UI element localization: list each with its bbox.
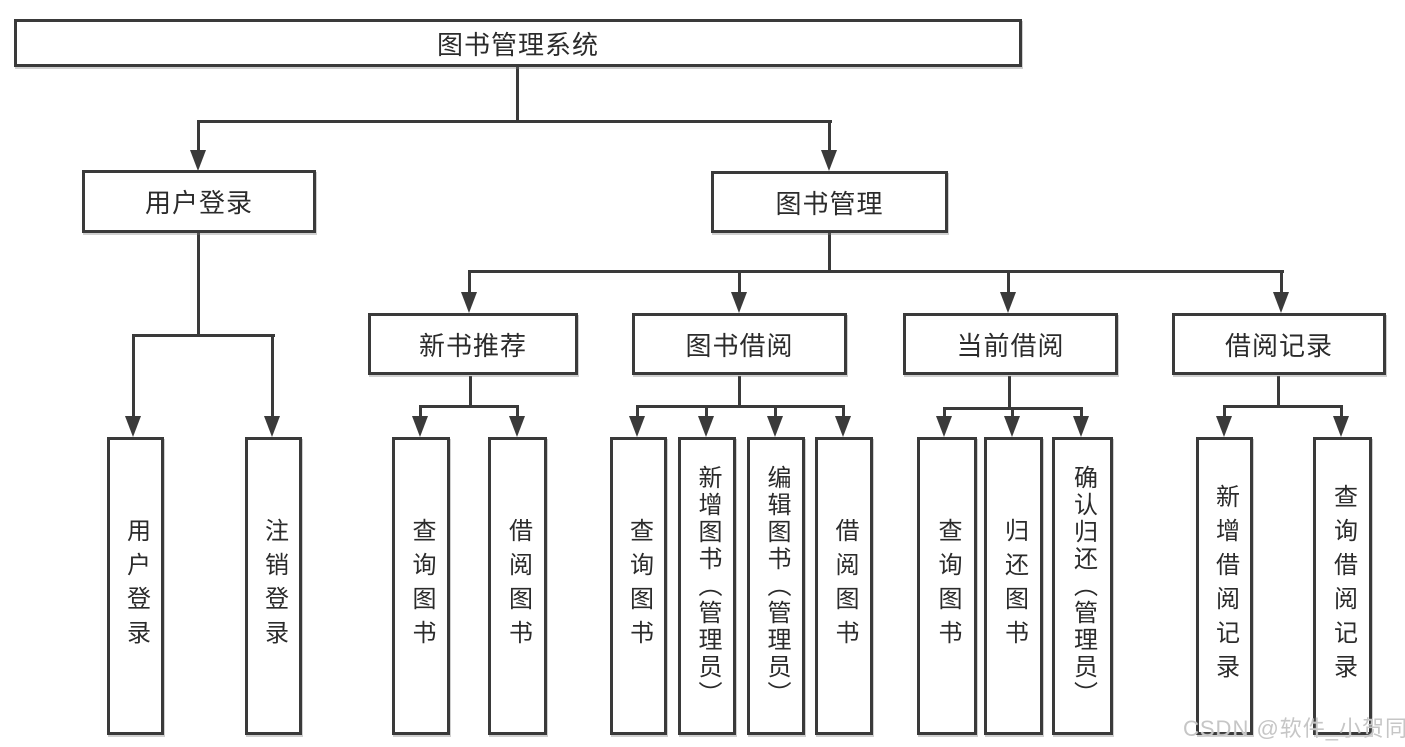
edge-drop-br-query [1340, 405, 1343, 419]
arrow-down-cb-confirm-icon [1073, 416, 1089, 437]
leaf-rec-borrow-book-label: 借阅图书 [504, 518, 532, 654]
arrow-down-cb-return-icon [1004, 416, 1020, 437]
edge-drop-logout-action [271, 334, 274, 418]
edge-drop-bb-edit [774, 405, 777, 419]
leaf-rec-borrow-book: 借阅图书 [488, 437, 547, 735]
arrow-down-current-borrow-icon [1000, 292, 1016, 313]
edge-drop-borrow-records [1280, 270, 1283, 295]
leaf-cb-confirm-return-label: 确认归还（管理员） [1069, 464, 1097, 708]
leaf-bb-edit-book-label: 编辑图书（管理员） [763, 464, 790, 708]
node-current-borrow-label: 当前借阅 [956, 330, 1065, 361]
leaf-login-action-label: 用户登录 [122, 518, 150, 654]
arrow-down-book-borrow-icon [731, 292, 747, 313]
leaf-bb-query-book: 查询图书 [610, 437, 667, 735]
node-borrow-records-label: 借阅记录 [1224, 330, 1333, 361]
leaf-rec-query-book: 查询图书 [392, 437, 450, 735]
node-book-mgmt: 图书管理 [711, 171, 948, 233]
edge-drop-book-mgmt [828, 120, 831, 153]
leaf-bb-borrow-book-label: 借阅图书 [831, 518, 858, 654]
edge-drop-rec-borrow [516, 405, 519, 419]
node-root: 图书管理系统 [14, 19, 1022, 67]
leaf-logout-action: 注销登录 [245, 437, 302, 735]
arrow-down-user-login-icon [190, 150, 206, 171]
edge-login-trunk [197, 233, 200, 337]
arrow-down-bb-edit-icon [767, 416, 783, 437]
arrow-down-rec-query-icon [412, 416, 428, 437]
node-borrow-records: 借阅记录 [1172, 313, 1386, 375]
edge-drop-book-borrow [738, 270, 741, 295]
arrow-down-cb-query-icon [936, 416, 952, 437]
leaf-logout-action-label: 注销登录 [260, 518, 288, 654]
arrow-down-new-book-rec-icon [461, 292, 477, 313]
node-new-book-rec-label: 新书推荐 [418, 330, 527, 361]
node-current-borrow: 当前借阅 [903, 313, 1118, 375]
arrow-down-book-mgmt-icon [821, 150, 837, 171]
leaf-br-query-record-label: 查询借阅记录 [1329, 484, 1357, 688]
edge-login-hline [132, 334, 275, 337]
edge-cb-trunk [1008, 376, 1011, 410]
edge-drop-login-action [132, 334, 135, 418]
edge-bb-hline [636, 405, 845, 408]
node-book-borrow: 图书借阅 [632, 313, 847, 375]
edge-bb-trunk [738, 376, 741, 408]
edge-drop-bb-query [636, 405, 639, 419]
edge-drop-rec-query [419, 405, 422, 419]
leaf-bb-add-book: 新增图书（管理员） [678, 437, 736, 735]
leaf-cb-return-book: 归还图书 [984, 437, 1043, 735]
edge-drop-br-add [1223, 405, 1226, 419]
arrow-down-borrow-records-icon [1273, 292, 1289, 313]
arrow-down-rec-borrow-icon [509, 416, 525, 437]
edge-br-hline [1223, 405, 1343, 408]
leaf-cb-return-book-label: 归还图书 [1000, 518, 1028, 654]
edge-drop-cb-query [943, 407, 946, 419]
edge-drop-bb-borrow [842, 405, 845, 419]
node-user-login: 用户登录 [82, 170, 316, 233]
leaf-br-add-record: 新增借阅记录 [1196, 437, 1253, 735]
node-user-login-label: 用户登录 [144, 188, 253, 218]
leaf-cb-query-book: 查询图书 [917, 437, 977, 735]
edge-br-trunk [1277, 376, 1280, 408]
arrow-down-br-add-icon [1216, 416, 1232, 437]
leaf-login-action: 用户登录 [107, 437, 164, 735]
arrow-down-br-query-icon [1333, 416, 1349, 437]
edge-rec-trunk [469, 376, 472, 408]
edge-drop-new-book-rec [468, 270, 471, 295]
edge-drop-current-borrow [1007, 270, 1010, 295]
edge-level3-hline [468, 270, 1284, 273]
edge-level2-hline [197, 120, 832, 123]
arrow-down-bb-borrow-icon [835, 416, 851, 437]
node-new-book-rec: 新书推荐 [368, 313, 578, 375]
edge-drop-bb-add [705, 405, 708, 419]
leaf-rec-query-book-label: 查询图书 [408, 518, 435, 654]
edge-mgmt-trunk [828, 233, 831, 273]
leaf-bb-query-book-label: 查询图书 [625, 518, 653, 654]
leaf-br-query-record: 查询借阅记录 [1313, 437, 1372, 735]
leaf-cb-query-book-label: 查询图书 [934, 518, 961, 654]
edge-drop-user-login [197, 120, 200, 153]
arrow-down-bb-add-icon [698, 416, 714, 437]
leaf-bb-borrow-book: 借阅图书 [815, 437, 873, 735]
arrow-down-bb-query-icon [629, 416, 645, 437]
csdn-watermark: CSDN @软件_小贺同学 [1183, 716, 1405, 741]
edge-drop-cb-return [1011, 407, 1014, 419]
edge-drop-cb-confirm [1080, 407, 1083, 419]
leaf-br-add-record-label: 新增借阅记录 [1211, 484, 1239, 688]
leaf-bb-add-book-label: 新增图书（管理员） [694, 464, 721, 708]
edge-root-trunk [516, 66, 519, 122]
edge-rec-hline [419, 405, 519, 408]
leaf-bb-edit-book: 编辑图书（管理员） [747, 437, 805, 735]
arrow-down-login-action-icon [125, 416, 141, 437]
leaf-cb-confirm-return: 确认归还（管理员） [1052, 437, 1113, 735]
node-book-mgmt-label: 图书管理 [775, 188, 884, 219]
node-root-label: 图书管理系统 [436, 29, 599, 60]
arrow-down-logout-action-icon [264, 416, 280, 437]
node-book-borrow-label: 图书借阅 [685, 330, 794, 361]
